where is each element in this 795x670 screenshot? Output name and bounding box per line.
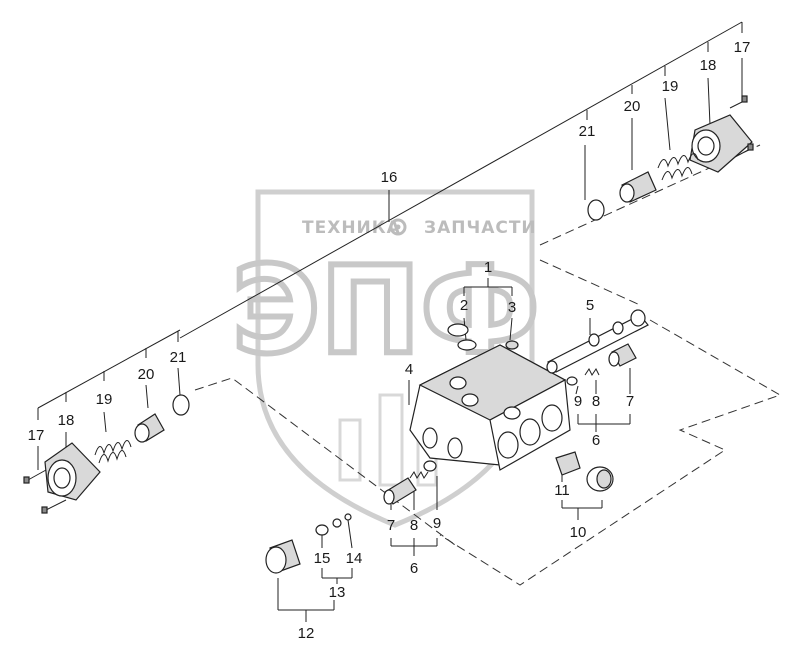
callouts: 17 18 19 20 21 16 1 2 3 5 4 9 8 7 6 11 1… [28, 39, 751, 642]
callout-21-upper: 21 [579, 123, 596, 140]
callout-2: 2 [460, 297, 468, 314]
callout-7-bottom: 7 [387, 517, 395, 534]
cover-plate-lower [44, 442, 101, 501]
relief-valve-bottom [265, 513, 352, 574]
callout-21-lower: 21 [170, 349, 187, 366]
spring-upper [657, 153, 699, 181]
callout-15: 15 [314, 550, 331, 567]
callout-9-right: 9 [574, 393, 582, 410]
callout-8-right: 8 [592, 393, 600, 410]
spring-bottom [409, 471, 429, 479]
bolt-lower-b [41, 499, 67, 514]
bolt-upper-b [734, 143, 754, 158]
watermark-brand-left: ТЕХНИКА [302, 218, 401, 238]
washer-lower [172, 394, 190, 416]
bolt-lower-a [23, 469, 47, 484]
relief-valve-right [555, 451, 614, 492]
callout-17-lower: 17 [28, 427, 45, 444]
callout-11: 11 [554, 482, 570, 499]
callout-10: 10 [570, 524, 587, 541]
callout-5: 5 [586, 297, 594, 314]
leader-lines [37, 21, 743, 622]
callout-6-right: 6 [592, 432, 600, 449]
callout-4: 4 [405, 361, 413, 378]
callout-6-bottom: 6 [410, 560, 418, 577]
spring-seat-lower [134, 413, 165, 443]
cover-plate-upper [689, 114, 753, 173]
spring-lower [94, 440, 132, 464]
spring-seat-upper [619, 171, 657, 203]
bolt-upper-a [729, 95, 748, 109]
watermark-brand-right: ЗАПЧАСТИ [424, 218, 537, 238]
callout-9-bottom: 9 [433, 515, 441, 532]
valve-body [409, 344, 571, 471]
plug-bottom [383, 477, 417, 505]
callout-16: 16 [381, 169, 398, 186]
callout-12: 12 [298, 625, 315, 642]
callout-17-upper: 17 [734, 39, 751, 56]
callout-20-upper: 20 [624, 98, 641, 115]
plug-right [608, 343, 637, 367]
callout-7-right: 7 [626, 393, 634, 410]
spool-assembly [546, 309, 649, 374]
callout-19-lower: 19 [96, 391, 113, 408]
callout-8-bottom: 8 [410, 517, 418, 534]
callout-13: 13 [329, 584, 346, 601]
callout-14: 14 [346, 550, 363, 567]
callout-3: 3 [508, 299, 516, 316]
callout-19-upper: 19 [662, 78, 679, 95]
callout-18-lower: 18 [58, 412, 75, 429]
callout-1: 1 [484, 259, 492, 276]
washer-upper [587, 199, 605, 221]
o-rings [447, 323, 519, 351]
poppet-right [566, 376, 578, 386]
spring-right [584, 368, 600, 376]
gear-icon [389, 218, 407, 236]
callout-20-lower: 20 [138, 366, 155, 383]
callout-18-upper: 18 [700, 57, 717, 74]
poppet-bottom [423, 460, 437, 472]
